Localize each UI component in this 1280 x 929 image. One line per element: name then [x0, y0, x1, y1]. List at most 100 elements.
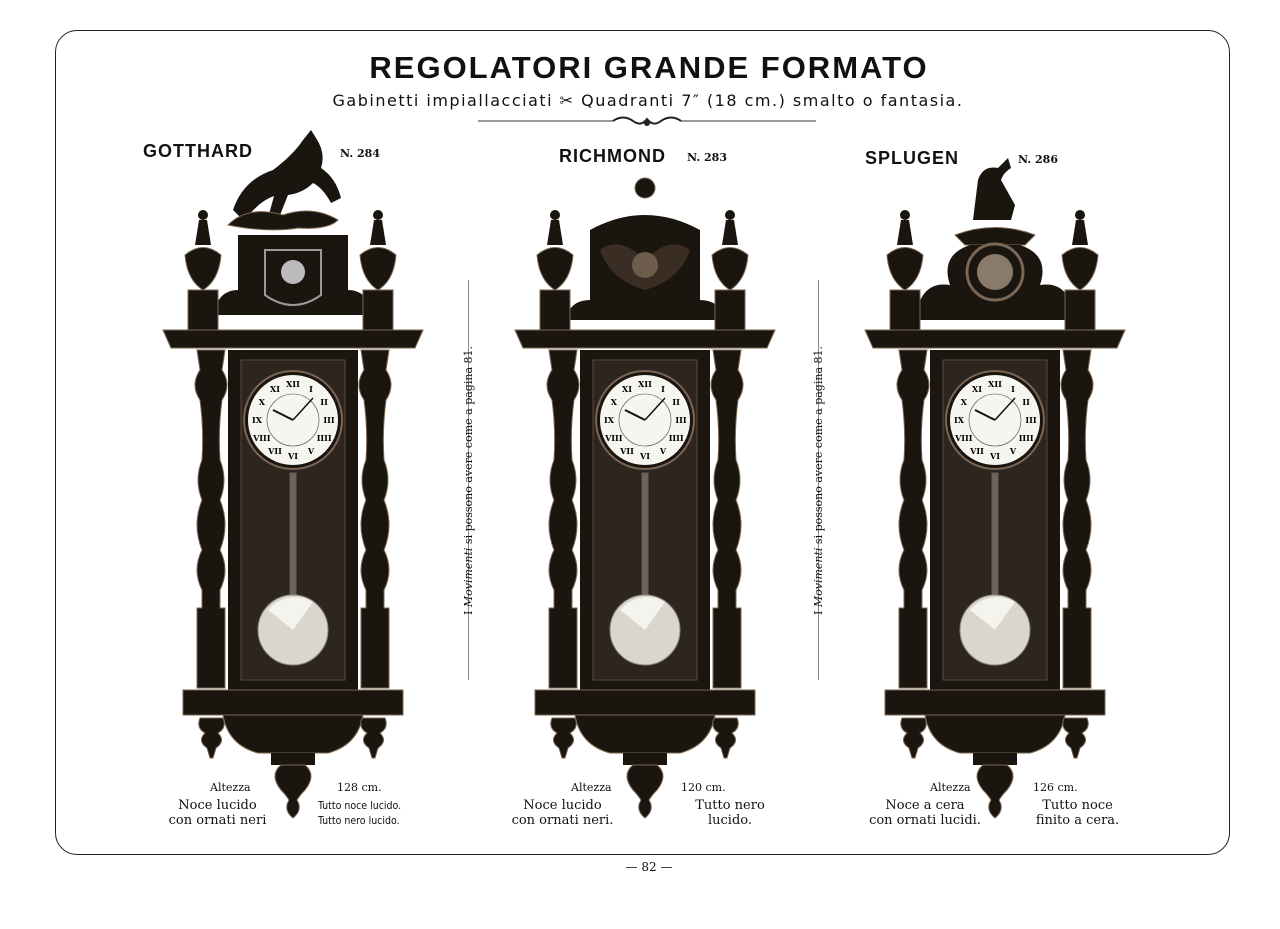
pediment [213, 235, 373, 315]
angel-head-carving [600, 244, 690, 290]
svg-text:X: X [611, 397, 618, 407]
vertical-rule [818, 280, 819, 680]
finial-top [1061, 210, 1099, 331]
height-value: 120 cm. [681, 781, 726, 794]
bottom-finial [623, 753, 667, 819]
cornice [864, 329, 1126, 349]
clock-number-richmond: N. 283 [687, 151, 727, 164]
svg-text:XII: XII [286, 379, 300, 389]
svg-text:VII: VII [619, 446, 634, 456]
svg-text:III: III [675, 415, 686, 425]
svg-text:V: V [307, 446, 315, 456]
svg-text:V: V [1009, 446, 1017, 456]
svg-text:IX: IX [604, 415, 615, 425]
svg-text:VIII: VIII [604, 433, 623, 443]
drop-finial [1062, 717, 1089, 759]
svg-text:X: X [961, 397, 968, 407]
svg-text:I: I [1011, 384, 1015, 394]
base-shelf [534, 689, 756, 754]
height-value: 128 cm. [337, 781, 382, 794]
movements-note: I Movimenti si possono avere come a pagi… [812, 346, 825, 615]
svg-text:VI: VI [287, 451, 298, 461]
svg-text:VII: VII [267, 446, 282, 456]
turned-column [194, 349, 228, 689]
svg-text:XI: XI [622, 384, 632, 394]
svg-text:XII: XII [638, 379, 652, 389]
drop-finial [712, 717, 739, 759]
finial-top [536, 210, 574, 331]
page-title: REGOLATORI GRANDE FORMATO [369, 50, 929, 85]
clock-name-splugen: SPLUGEN [865, 148, 960, 168]
chamois-figure [954, 158, 1036, 246]
svg-text:IIII: IIII [1019, 433, 1034, 443]
clock-name-gotthard: GOTTHARD [143, 141, 253, 161]
page-subtitle: Gabinetti impiallacciati ✂ Quadranti 7″ … [332, 91, 964, 110]
height-label: Altezza [930, 781, 971, 794]
svg-text:V: V [659, 446, 667, 456]
turned-column [358, 349, 392, 689]
svg-text:III: III [323, 415, 334, 425]
clock-name-richmond: RICHMOND [559, 146, 666, 166]
finial-top [711, 210, 749, 331]
drop-finial [360, 717, 387, 759]
pediment [915, 242, 1075, 320]
finial-top [184, 210, 222, 331]
cornice [514, 329, 776, 349]
height-value: 126 cm. [1033, 781, 1078, 794]
svg-text:VI: VI [989, 451, 1000, 461]
svg-text:I: I [309, 384, 313, 394]
finish-right: Tutto noce lucido.Tutto nero lucido. [318, 800, 402, 827]
turned-column [546, 349, 580, 689]
movements-note: I Movimenti si possono avere come a pagi… [462, 346, 475, 615]
drop-finial [198, 717, 225, 759]
drop-finial [550, 717, 577, 759]
svg-text:IX: IX [954, 415, 965, 425]
bottom-finial [973, 753, 1017, 819]
base-shelf [182, 689, 404, 754]
divider-ornament [478, 116, 816, 126]
turned-column [710, 349, 744, 689]
svg-text:IIII: IIII [317, 433, 332, 443]
svg-text:IIII: IIII [669, 433, 684, 443]
page-border [55, 30, 1230, 855]
svg-text:XI: XI [270, 384, 280, 394]
turned-column [896, 349, 930, 689]
svg-text:X: X [259, 397, 266, 407]
finial-top [886, 210, 924, 331]
svg-text:II: II [672, 397, 680, 407]
height-label: Altezza [210, 781, 251, 794]
clock-number-splugen: N. 286 [1018, 153, 1058, 166]
pendulum [609, 471, 681, 666]
svg-text:VI: VI [639, 451, 650, 461]
height-label: Altezza [571, 781, 612, 794]
svg-text:IX: IX [252, 415, 263, 425]
svg-text:XI: XI [972, 384, 982, 394]
svg-text:I: I [661, 384, 665, 394]
clock-number-gotthard: N. 284 [340, 147, 380, 160]
bottom-finial [271, 753, 315, 819]
pendulum [257, 471, 329, 666]
finial-top [359, 210, 397, 331]
cornice [162, 329, 424, 349]
page-number: — 82 — [625, 860, 673, 874]
svg-text:XII: XII [988, 379, 1002, 389]
vertical-rule [468, 280, 469, 680]
svg-text:II: II [320, 397, 328, 407]
base-shelf [884, 689, 1106, 754]
svg-text:VIII: VIII [252, 433, 271, 443]
pendulum [959, 471, 1031, 666]
horse-figure [226, 130, 341, 231]
svg-text:III: III [1025, 415, 1036, 425]
turned-column [1060, 349, 1094, 689]
